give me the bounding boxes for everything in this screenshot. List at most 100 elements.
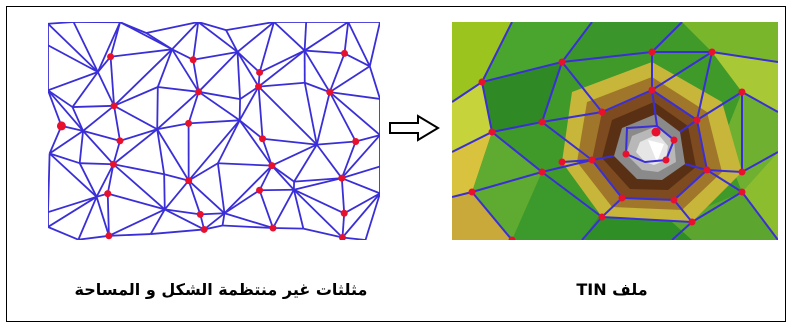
triangle-edge bbox=[48, 44, 99, 73]
triangle-edge bbox=[109, 22, 121, 57]
network-node bbox=[189, 56, 197, 64]
triangle-edge bbox=[171, 22, 199, 50]
triangle-edge bbox=[107, 192, 166, 211]
network-node bbox=[185, 177, 193, 185]
triangle-edge bbox=[329, 91, 380, 100]
triangle-edge bbox=[48, 125, 63, 154]
triangle-edge bbox=[223, 164, 273, 214]
triangle-edge bbox=[239, 85, 260, 100]
triangle-edge bbox=[187, 119, 241, 182]
triangle-edge bbox=[112, 163, 166, 211]
triangle-edge bbox=[198, 90, 241, 100]
triangle-edge bbox=[294, 177, 342, 183]
triangle-edge bbox=[368, 65, 380, 100]
network-node bbox=[256, 68, 264, 76]
triangle-edge bbox=[187, 91, 200, 124]
network-node bbox=[110, 102, 118, 110]
triangle-edge bbox=[188, 119, 240, 125]
triangle-edge bbox=[258, 49, 306, 88]
triangle-edge bbox=[261, 138, 273, 166]
triangle-edge bbox=[106, 164, 115, 194]
triangle-edge bbox=[82, 130, 121, 142]
triangle-edge bbox=[145, 32, 173, 51]
triangle-edge bbox=[95, 196, 110, 237]
triangle-edge bbox=[72, 22, 99, 73]
network-node bbox=[116, 137, 124, 145]
triangle-edge bbox=[156, 128, 190, 182]
triangle-edge bbox=[72, 104, 115, 108]
triangle-edge bbox=[293, 189, 344, 239]
triangle-edge bbox=[197, 22, 239, 53]
triangle-edge bbox=[82, 130, 115, 165]
network-node bbox=[340, 49, 348, 57]
triangle-edge bbox=[48, 226, 79, 240]
network-node bbox=[338, 234, 346, 240]
triangle-edge bbox=[79, 162, 114, 166]
network-node bbox=[195, 88, 203, 96]
triangle-edge bbox=[113, 163, 165, 176]
triangle-edge bbox=[48, 195, 97, 214]
network-node bbox=[340, 209, 348, 217]
network-node bbox=[255, 83, 263, 91]
triangle-edge bbox=[97, 71, 115, 107]
triangle-edge bbox=[109, 56, 115, 106]
triangle-edge bbox=[258, 81, 305, 88]
triangle-edge bbox=[188, 162, 219, 182]
triangle-edge bbox=[271, 143, 318, 167]
triangle-edge bbox=[113, 105, 158, 131]
triangle-edge bbox=[258, 165, 273, 191]
triangle-edge bbox=[272, 189, 295, 229]
triangle-edge bbox=[112, 128, 158, 165]
triangle-edge bbox=[341, 134, 380, 179]
triangle-edge bbox=[303, 22, 308, 51]
triangle-edge bbox=[271, 165, 295, 191]
triangle-edge bbox=[257, 86, 264, 139]
triangle-edge bbox=[188, 179, 226, 214]
triangle-edge bbox=[156, 48, 173, 88]
triangle-edge bbox=[293, 189, 305, 229]
triangle-edge bbox=[273, 22, 306, 52]
network-node bbox=[105, 232, 113, 240]
triangle-edge bbox=[171, 48, 200, 93]
network-node bbox=[200, 225, 208, 233]
triangle-edge bbox=[164, 208, 201, 216]
triangle-edge bbox=[344, 52, 371, 68]
network-node bbox=[196, 210, 204, 218]
triangle-edge bbox=[108, 208, 166, 237]
triangle-edge bbox=[156, 129, 166, 175]
triangle-edge bbox=[157, 122, 189, 131]
triangle-edge bbox=[259, 49, 306, 74]
triangle-edge bbox=[239, 119, 264, 140]
triangle-edge bbox=[355, 134, 380, 143]
triangle-edge bbox=[303, 50, 331, 93]
triangle-edge bbox=[341, 192, 380, 239]
triangle-edge bbox=[225, 29, 239, 53]
triangle-edge bbox=[157, 86, 199, 93]
triangle-edge bbox=[364, 193, 380, 240]
tin-surface-panel bbox=[452, 22, 778, 240]
triangle-edge bbox=[225, 22, 275, 32]
triangle-edge bbox=[164, 208, 205, 231]
triangle-edge bbox=[150, 228, 205, 235]
triangle-edge bbox=[49, 152, 80, 165]
network-node bbox=[268, 162, 276, 170]
triangle-edge bbox=[223, 189, 261, 215]
triangle-edge bbox=[163, 174, 166, 210]
triangle-edge bbox=[347, 22, 371, 67]
triangle-edge bbox=[304, 22, 349, 52]
triangle-edge bbox=[48, 23, 99, 73]
triangle-edge bbox=[217, 119, 241, 164]
network-node bbox=[256, 186, 264, 194]
triangle-edge bbox=[293, 188, 345, 215]
triangle-edge bbox=[236, 51, 260, 88]
triangle-edge bbox=[156, 86, 159, 130]
irregular-triangles-panel bbox=[48, 22, 380, 240]
triangle-edge bbox=[217, 163, 226, 214]
triangle-edge bbox=[112, 140, 121, 165]
network-node bbox=[259, 135, 267, 143]
triangle-edge bbox=[48, 89, 84, 132]
triangle-edge bbox=[328, 53, 346, 93]
triangle-edge bbox=[272, 227, 304, 230]
triangle-edge bbox=[341, 213, 346, 238]
triangle-edge bbox=[71, 106, 84, 132]
